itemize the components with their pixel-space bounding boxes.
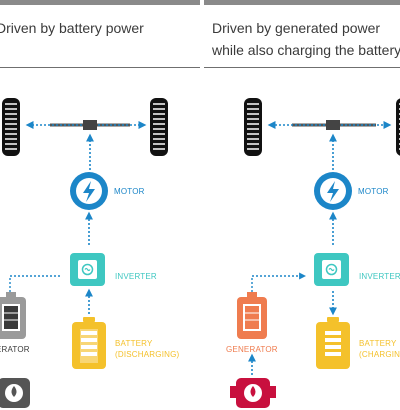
- title-divider: [204, 67, 400, 68]
- right-wheel-icon: [396, 98, 400, 156]
- inverter-icon: [314, 253, 349, 286]
- left-wheel-icon: [2, 98, 20, 156]
- motor-label: MOTOR: [114, 187, 145, 196]
- generator-label: GENERATOR: [226, 345, 278, 354]
- inverter-icon: [70, 253, 105, 286]
- generator-label: GENERATOR: [0, 345, 30, 354]
- battery-drive-panel: Driven by battery power: [0, 0, 200, 408]
- title-divider: [0, 67, 200, 68]
- engine-icon: [230, 378, 276, 408]
- panel-title: Driven by generated power while also cha…: [212, 17, 400, 61]
- motor-icon: [314, 172, 352, 210]
- panel-title-line: while also charging the battery: [212, 42, 400, 58]
- battery-status-label: (DISCHARGING): [115, 350, 180, 359]
- battery-icon: [72, 317, 106, 369]
- motor-icon: [70, 172, 108, 210]
- panel-top-bar: [0, 0, 200, 5]
- generator-icon: [0, 292, 26, 339]
- battery-drive-diagram: MOTOR INVERTER: [0, 98, 180, 408]
- generator-to-inverter-arrow: [251, 272, 307, 292]
- inverter-label: INVERTER: [359, 272, 400, 281]
- panel-top-bar: [204, 0, 400, 5]
- battery-label: BATTERY: [359, 339, 397, 348]
- generator-link-line: [9, 275, 60, 292]
- battery-icon: [316, 317, 350, 369]
- panel-title-line: Driven by generated power: [212, 20, 381, 36]
- battery-label: BATTERY: [115, 339, 153, 348]
- left-wheel-icon: [244, 98, 262, 156]
- axle-icon: [50, 120, 130, 130]
- panel-title-line: Driven by battery power: [0, 20, 144, 36]
- generator-icon: [237, 292, 267, 339]
- engine-icon: [0, 378, 30, 408]
- generated-drive-panel: Driven by generated power while also cha…: [204, 0, 400, 410]
- panel-title: Driven by battery power: [0, 17, 196, 39]
- battery-status-label: (CHARGING): [359, 350, 400, 359]
- panel-gap: [200, 0, 204, 410]
- right-wheel-icon: [150, 98, 168, 156]
- inverter-label: INVERTER: [115, 272, 157, 281]
- motor-label: MOTOR: [358, 187, 389, 196]
- generated-drive-diagram: MOTOR INVERTER: [226, 98, 400, 408]
